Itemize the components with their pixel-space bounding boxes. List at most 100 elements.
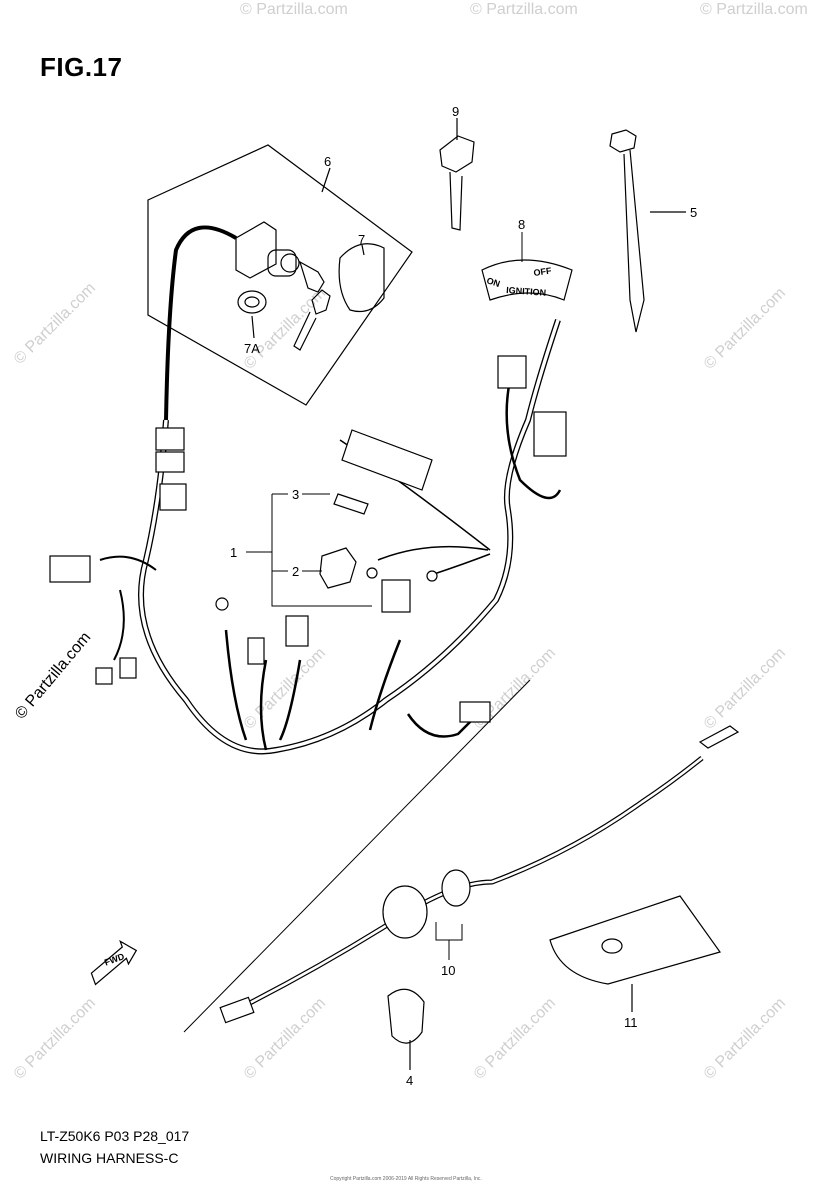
fuse bbox=[333, 493, 369, 515]
connector bbox=[381, 579, 411, 613]
branch-wire-f bbox=[113, 589, 125, 661]
callout-1: 1 bbox=[230, 545, 237, 560]
branch-wire-a bbox=[224, 629, 248, 741]
watermark: © Partzilla.com bbox=[241, 995, 329, 1083]
callout-3: 3 bbox=[292, 487, 299, 502]
harness-trunk-inner bbox=[139, 319, 560, 754]
leader-7a bbox=[251, 315, 255, 339]
clamp-part-5 bbox=[609, 129, 686, 333]
grommet bbox=[441, 869, 471, 907]
key-head bbox=[439, 135, 475, 173]
figure-title: FIG.17 bbox=[40, 52, 123, 82]
callout-bracket-1 bbox=[246, 493, 372, 607]
section-divider bbox=[183, 679, 531, 1033]
watermark: © Partzilla.com bbox=[11, 995, 99, 1083]
clamp-part-4 bbox=[387, 988, 425, 1070]
callout-2: 2 bbox=[292, 564, 299, 579]
decal-off: OFF bbox=[533, 266, 553, 278]
sensor-tip bbox=[698, 725, 740, 749]
sensor-switch bbox=[382, 885, 428, 939]
cover-plate-part-11 bbox=[549, 895, 721, 1012]
watermark: © Partzilla.com bbox=[11, 280, 99, 368]
ignition-switch-kit bbox=[147, 144, 413, 421]
callout-10: 10 bbox=[441, 963, 455, 978]
switch-key bbox=[298, 260, 325, 293]
connector bbox=[533, 411, 567, 457]
terminal-wire bbox=[377, 545, 489, 561]
connector bbox=[285, 615, 309, 647]
sensor-cable-inner bbox=[231, 756, 703, 1014]
cover-plate bbox=[549, 895, 721, 985]
clamp-body bbox=[387, 988, 425, 1044]
ring-terminal bbox=[426, 570, 438, 582]
ignition-switch-body bbox=[235, 221, 277, 279]
callout-9: 9 bbox=[452, 104, 459, 119]
decal-on: ON bbox=[485, 275, 501, 289]
callout-4: 4 bbox=[406, 1073, 413, 1088]
cable-connector bbox=[219, 996, 255, 1024]
decal-part-8: ON OFF IGNITION bbox=[481, 232, 573, 301]
watermark: © Partzilla.com bbox=[701, 285, 789, 373]
branch-wire-g bbox=[99, 555, 157, 571]
connector bbox=[459, 701, 491, 723]
connectors bbox=[49, 355, 567, 723]
diagram-name: WIRING HARNESS-C bbox=[40, 1150, 179, 1166]
callout-8: 8 bbox=[518, 217, 525, 232]
fwd-arrow-shape bbox=[90, 940, 138, 986]
branch-wire-d bbox=[368, 639, 402, 731]
key-part-9 bbox=[439, 118, 475, 231]
switch-cap bbox=[338, 243, 385, 313]
switch-keyhole bbox=[280, 253, 300, 273]
connector bbox=[247, 637, 265, 665]
watermark: © Partzilla.com bbox=[470, 1, 578, 18]
watermark: © Partzilla.com bbox=[240, 1, 348, 18]
connector bbox=[497, 355, 527, 389]
branch-wire-h bbox=[505, 379, 562, 500]
callout-6: 6 bbox=[324, 154, 331, 169]
fuse-holder bbox=[341, 429, 433, 491]
connector bbox=[49, 555, 91, 583]
switch-lead-wire bbox=[164, 225, 238, 421]
main-harness bbox=[99, 319, 562, 755]
ring-terminal bbox=[366, 567, 378, 579]
clamp-strap bbox=[623, 149, 645, 333]
ring-nut bbox=[237, 290, 267, 314]
connector bbox=[155, 427, 185, 451]
spare-key-blade bbox=[293, 311, 317, 351]
clamp-head bbox=[609, 129, 637, 153]
bracket-1 bbox=[271, 494, 372, 607]
ring-terminal bbox=[215, 597, 229, 611]
decal-outline bbox=[481, 259, 573, 301]
leader-6 bbox=[321, 167, 331, 193]
watermark: © Partzilla.com bbox=[701, 995, 789, 1083]
connector bbox=[119, 657, 137, 679]
callout-numbers: 6 7 7A 9 8 5 1 3 2 10 4 11 bbox=[230, 104, 697, 1088]
decal-ignition: IGNITION bbox=[506, 285, 547, 298]
ring-nut-hole bbox=[244, 296, 260, 308]
harness-trunk bbox=[138, 319, 561, 755]
kit-box-outline bbox=[147, 144, 413, 406]
spare-key-head bbox=[311, 289, 331, 315]
terminal-wire-2 bbox=[433, 553, 491, 575]
watermark: © Partzilla.com bbox=[700, 1, 808, 18]
connector bbox=[155, 451, 185, 473]
copyright-notice: Copyright Partzilla.com 2006-2019 All Ri… bbox=[330, 1176, 482, 1182]
watermark: © Partzilla.com bbox=[12, 629, 94, 723]
leader-7 bbox=[361, 244, 365, 256]
callout-7a: 7A bbox=[244, 341, 260, 356]
watermark: © Partzilla.com bbox=[701, 645, 789, 733]
fuse-and-cap bbox=[319, 493, 369, 589]
fuse-cap bbox=[319, 547, 357, 589]
bracket-10 bbox=[435, 922, 463, 941]
watermark: © Partzilla.com bbox=[471, 995, 559, 1083]
key-blade bbox=[449, 171, 463, 231]
sensor-cable-part-10 bbox=[219, 725, 740, 1024]
switch-barrel bbox=[267, 249, 297, 277]
branch-wire-c bbox=[278, 659, 302, 741]
branch-wire-b bbox=[259, 659, 268, 751]
connector bbox=[95, 667, 113, 685]
connector bbox=[159, 483, 187, 511]
callout-5: 5 bbox=[690, 205, 697, 220]
callout-7: 7 bbox=[358, 232, 365, 247]
